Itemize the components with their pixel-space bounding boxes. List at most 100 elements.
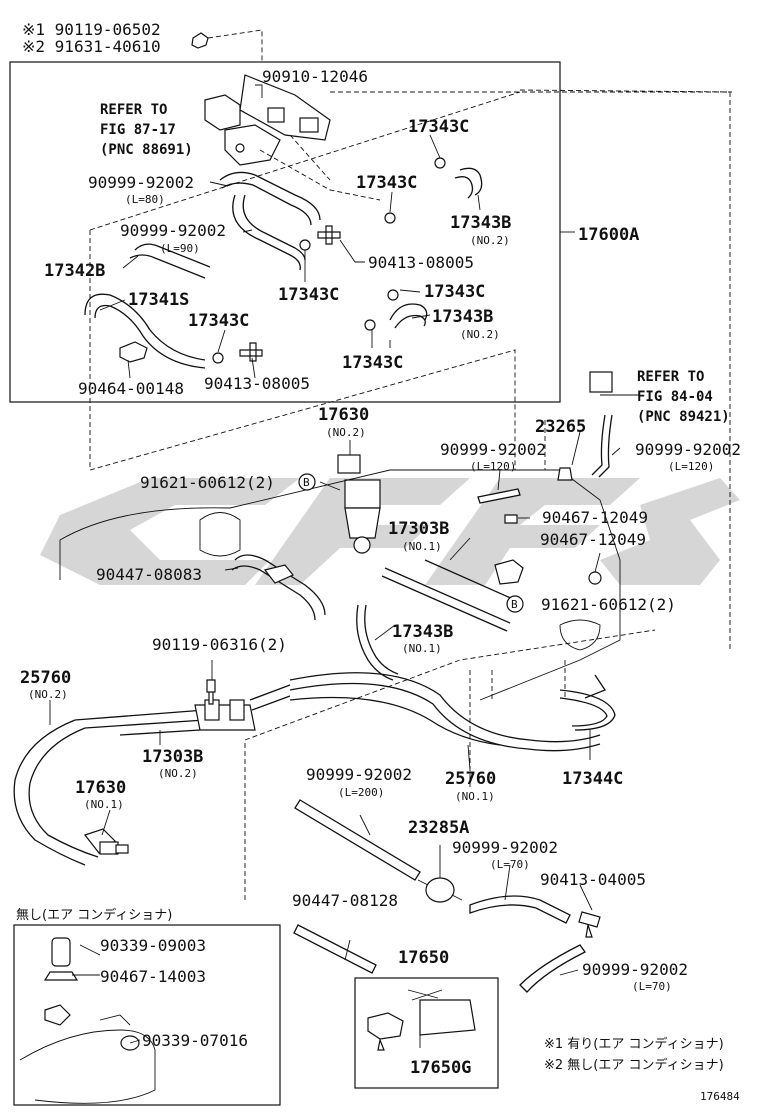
- label-17343c-2: 17343C: [356, 173, 417, 193]
- sub-l80: (L=80): [125, 193, 165, 206]
- hose-l80: [219, 171, 321, 221]
- label-90413-b: 90413-08005: [204, 374, 310, 393]
- hose-l90: [232, 194, 301, 271]
- sensor-17650-frame: [354, 977, 499, 1089]
- label-90339-09003: 90339-09003: [100, 936, 206, 955]
- sub-25760-no2: (NO.2): [28, 688, 68, 701]
- sub-17303b-no1: (NO.1): [402, 540, 442, 553]
- joint-90413-c: [578, 911, 601, 938]
- joint-90413-a: [317, 225, 341, 245]
- label-17343b-1: 17343B: [450, 213, 511, 233]
- label-23285a: 23285A: [408, 818, 469, 838]
- hose-l200: [294, 799, 421, 881]
- hose-17344c: [559, 689, 616, 731]
- joint-90413-b: [239, 342, 263, 362]
- label-90447-08083: 90447-08083: [96, 565, 202, 584]
- legend-1: ※1 有り(エア コンディショナ): [544, 1036, 724, 1052]
- legend-2: ※2 無し(エア コンディショナ): [544, 1057, 724, 1073]
- label-90999-l80: 90999-92002: [88, 173, 194, 192]
- mark-b-text-2: B: [511, 598, 518, 611]
- label-17650: 17650: [398, 948, 449, 968]
- refer-84-line3: (PNC 89421): [637, 409, 730, 425]
- vsv-assembly-top: [204, 74, 381, 201]
- label-90467-b: 90467-12049: [540, 530, 646, 549]
- label-90413-c: 90413-04005: [540, 870, 646, 889]
- label-17343c-3: 17343C: [278, 285, 339, 305]
- sub-l70-b: (L=70): [632, 980, 672, 993]
- pipe-17303b-no2: [194, 684, 291, 731]
- sub-l200: (L=200): [338, 786, 384, 799]
- label-17303b-no1: 17303B: [388, 519, 449, 539]
- label-90447-08128: 90447-08128: [292, 891, 398, 910]
- vsv-23265: [589, 371, 613, 393]
- sub-17343b-2: (NO.2): [460, 328, 500, 341]
- sub-l120-a: (L=120): [470, 460, 516, 473]
- label-90339-07016: 90339-07016: [142, 1031, 248, 1050]
- label-23265: 23265: [535, 417, 586, 437]
- refer-87-line1: REFER TO: [100, 102, 167, 118]
- hose-l70-a: [469, 895, 571, 924]
- sub-17630-no2: (NO.2): [326, 426, 366, 439]
- sub-25760-no1: (NO.1): [455, 790, 495, 803]
- inset-title: 無し(エア コンディショナ): [16, 907, 172, 923]
- sub-l120-b: (L=120): [668, 460, 714, 473]
- note-1: ※1 90119-06502: [22, 20, 161, 39]
- reference-mark-b-1: [298, 473, 316, 491]
- hose-17343b-no2-a: [459, 167, 483, 196]
- clip-part: [191, 29, 263, 62]
- sub-l90: (L=90): [160, 242, 200, 255]
- hose-17341s: [84, 293, 206, 361]
- label-17343c-1: 17343C: [408, 117, 469, 137]
- label-90999-l70-a: 90999-92002: [452, 838, 558, 857]
- label-90467-a: 90467-12049: [542, 508, 648, 527]
- clamp-90464: [119, 341, 148, 363]
- refer-87-line3: (PNC 88691): [100, 142, 193, 158]
- refer-87-line2: FIG 87-17: [100, 122, 176, 138]
- label-17630-no2: 17630: [318, 405, 369, 425]
- label-90999-l70-b: 90999-92002: [582, 960, 688, 979]
- hose-90447-08128: [293, 924, 377, 974]
- diagram-id: 176484: [700, 1090, 740, 1103]
- label-17343c-4: 17343C: [424, 282, 485, 302]
- inset-frame: [13, 924, 281, 1106]
- engine-outline: [59, 469, 621, 701]
- label-90999-l120-a: 90999-92002: [440, 440, 546, 459]
- sub-17630-no1: (NO.1): [84, 798, 124, 811]
- sub-l70-a: (L=70): [490, 858, 530, 871]
- label-17650g: 17650G: [410, 1058, 471, 1078]
- label-91621-a: 91621-60612(2): [140, 473, 275, 492]
- hose-25760-no1: [289, 672, 601, 743]
- label-90999-l200: 90999-92002: [306, 765, 412, 784]
- label-91621-b: 91621-60612(2): [541, 595, 676, 614]
- label-90119: 90119-06316(2): [152, 635, 287, 654]
- sub-17343b-no1: (NO.1): [402, 642, 442, 655]
- hose-17343b-no2-b: [389, 303, 428, 321]
- label-90910-12046: 90910-12046: [262, 67, 368, 86]
- reference-mark-b-2: [506, 595, 524, 613]
- hose-clips: [212, 157, 446, 364]
- hose-17343b-no1: [356, 604, 394, 681]
- note-2: ※2 91631-40610: [22, 37, 161, 56]
- label-25760-no2: 25760: [20, 668, 71, 688]
- label-25760-no1: 25760: [445, 769, 496, 789]
- label-17341s: 17341S: [128, 290, 189, 310]
- inset-parts: [19, 937, 156, 1104]
- label-90413-a: 90413-08005: [368, 253, 474, 272]
- hose-25760-no2: [13, 719, 86, 866]
- label-90467-14003: 90467-14003: [100, 967, 206, 986]
- label-17342b: 17342B: [44, 261, 105, 281]
- label-90999-l120-b: 90999-92002: [635, 440, 741, 459]
- label-17303b-no2: 17303B: [142, 747, 203, 767]
- filter-23285a: [417, 877, 463, 903]
- label-90999-l90: 90999-92002: [120, 221, 226, 240]
- pipe-17303b-no1: [384, 567, 511, 624]
- mark-b-text-1: B: [303, 476, 310, 489]
- hose-17342b: [134, 243, 211, 268]
- hose-l120: [477, 488, 521, 504]
- label-17344c: 17344C: [562, 769, 623, 789]
- label-17630-no1: 17630: [75, 778, 126, 798]
- label-90464: 90464-00148: [78, 379, 184, 398]
- vsv-17630-no2: [337, 440, 381, 554]
- bolt-90119: [206, 679, 216, 705]
